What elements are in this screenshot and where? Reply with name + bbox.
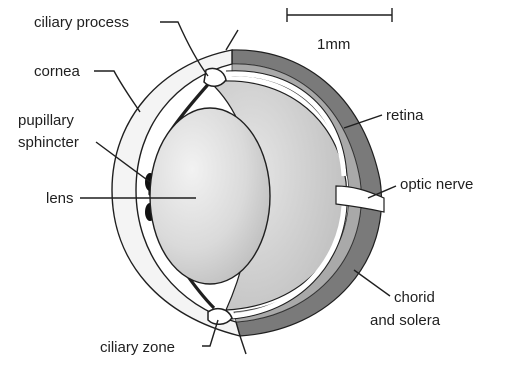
label-ciliary-zone: ciliary zone [100,339,175,356]
ciliary-process-top [204,68,226,86]
zonule-tick-bottom [240,336,246,354]
label-lens: lens [46,190,74,207]
label-ciliary-process: ciliary process [34,14,129,31]
label-pupillary-sphincter-1: pupillary [18,112,74,129]
leader-cornea [94,71,140,112]
label-optic-nerve: optic nerve [400,176,473,193]
scale-bar-label: 1mm [317,36,350,53]
label-and-solera: and solera [370,312,441,329]
ciliary-process-bottom [208,309,232,325]
zonule-tick-top [226,30,238,50]
label-cornea: cornea [34,63,81,80]
label-retina: retina [386,107,424,124]
scale-bar: 1mm [287,8,392,53]
label-chorid: chorid [394,289,435,306]
label-pupillary-sphincter-2: sphincter [18,134,79,151]
leader-chorid [354,270,390,296]
lens [150,108,270,284]
